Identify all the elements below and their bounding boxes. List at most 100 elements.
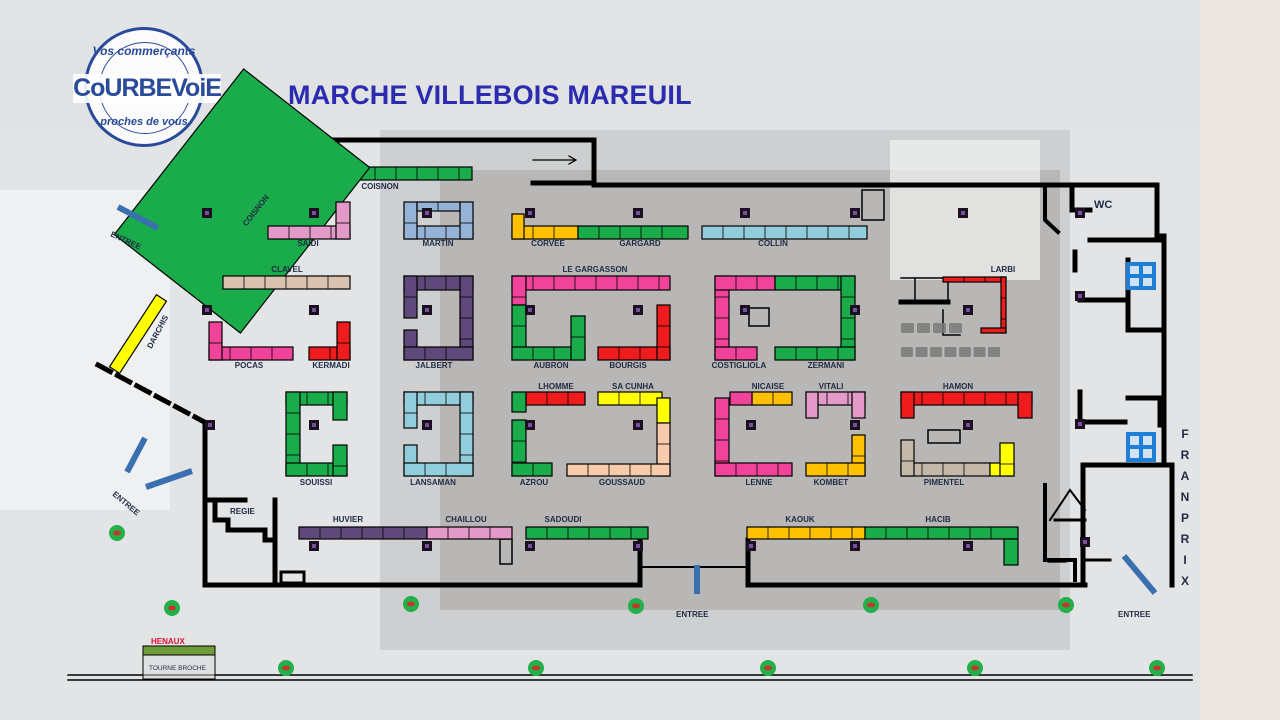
- stall-lhomme[interactable]: LHOMME: [511, 382, 586, 413]
- stall-segment[interactable]: [511, 391, 527, 413]
- stall-segment[interactable]: [900, 439, 915, 477]
- stall-kombet[interactable]: KOMBET: [805, 434, 866, 487]
- stall-kermadi[interactable]: KERMADI: [308, 321, 351, 370]
- stall-vitali[interactable]: VITALI: [805, 382, 866, 419]
- stall-bourgis[interactable]: BOURGIS: [597, 304, 671, 370]
- stall-pimentel[interactable]: PIMENTEL: [900, 439, 1015, 487]
- stall-segment[interactable]: [332, 444, 348, 477]
- stall-segment[interactable]: [597, 391, 663, 406]
- stall-pocas[interactable]: POCAS: [208, 321, 294, 370]
- stall-segment[interactable]: [525, 526, 649, 540]
- stall-gargard[interactable]: GARGARD: [577, 225, 689, 248]
- stall-nicaise[interactable]: NICAISE: [729, 382, 793, 406]
- pillar-dot: [966, 308, 970, 312]
- stall-segment[interactable]: [113, 68, 371, 334]
- stall-segment[interactable]: [805, 462, 866, 477]
- stall-segment[interactable]: [208, 321, 223, 361]
- stall-label: COSTIGLIOLA: [712, 361, 767, 370]
- stall-segment[interactable]: [511, 213, 525, 240]
- stall-segment[interactable]: [511, 275, 527, 306]
- stall-costigliola[interactable]: COSTIGLIOLA: [712, 275, 776, 370]
- stall-segment[interactable]: [511, 275, 671, 291]
- stall-segment[interactable]: [222, 275, 351, 290]
- stall-segment[interactable]: [1003, 538, 1019, 566]
- stall-label: CHAILLOU: [445, 515, 487, 524]
- stall-segment[interactable]: [336, 321, 351, 361]
- stall-azrou[interactable]: AZROU: [511, 419, 553, 487]
- stall-segment[interactable]: [335, 201, 351, 240]
- stall-segment[interactable]: [942, 276, 1007, 283]
- pillar-dot: [528, 211, 532, 215]
- stall-segment[interactable]: [566, 463, 671, 477]
- stall-saidi[interactable]: SAIDI: [267, 201, 351, 248]
- plant-center: [407, 601, 415, 607]
- stall-segment[interactable]: [525, 391, 586, 406]
- stall-segment[interactable]: [864, 526, 1019, 540]
- stall-segment[interactable]: [714, 462, 793, 477]
- arrow-icon: [116, 204, 160, 231]
- stall-label: GARGARD: [619, 239, 661, 248]
- stall-segment[interactable]: [403, 391, 418, 429]
- stall-sadoudi[interactable]: SADOUDI: [525, 515, 649, 540]
- franprix-letter: X: [1181, 574, 1189, 588]
- stall-darchis[interactable]: DARCHIS: [108, 293, 171, 375]
- pillar-dot: [749, 544, 753, 548]
- stall-segment[interactable]: [701, 225, 868, 240]
- stall-segment[interactable]: [746, 526, 866, 540]
- stall-lenne[interactable]: LENNE: [714, 397, 793, 487]
- stall-zermani[interactable]: ZERMANI: [774, 275, 856, 370]
- stall-coisnon[interactable]: COISNON: [113, 68, 371, 334]
- stall-segment[interactable]: [426, 526, 513, 540]
- stall-le-gargasson[interactable]: LE GARGASSON: [511, 265, 671, 306]
- stall-kaouk[interactable]: KAOUK: [746, 515, 866, 540]
- stall-segment[interactable]: [577, 225, 689, 240]
- stall-segment[interactable]: [332, 391, 348, 421]
- stall-chaillou[interactable]: CHAILLOU: [426, 515, 513, 540]
- stall-segment[interactable]: [403, 201, 418, 240]
- stall-segment[interactable]: [403, 462, 474, 477]
- stall-segment[interactable]: [900, 391, 915, 419]
- stall-segment[interactable]: [805, 391, 819, 419]
- stall-label: CLAVEL: [271, 265, 303, 274]
- stall-martin[interactable]: MARTIN: [403, 201, 474, 248]
- stall-segment[interactable]: [714, 275, 776, 291]
- stall-goussaud[interactable]: GOUSSAUD: [566, 422, 671, 487]
- stall-segment[interactable]: [1000, 276, 1007, 334]
- stall-jalbert[interactable]: JALBERT: [403, 275, 474, 370]
- stall-label: KERMADI: [312, 361, 349, 370]
- stall-huvier[interactable]: HUVIER: [298, 515, 428, 540]
- stall-segment[interactable]: [403, 346, 474, 361]
- stall-hacib[interactable]: HACIB: [864, 515, 1019, 566]
- stall-larbi[interactable]: LARBI: [942, 265, 1015, 334]
- stall-collin[interactable]: COLLIN: [701, 225, 868, 248]
- stall-souissi[interactable]: SOUISSI: [285, 391, 348, 487]
- stall-clavel[interactable]: CLAVEL: [222, 265, 351, 290]
- stall-segment[interactable]: [459, 201, 474, 240]
- stall-label: ZERMANI: [808, 361, 844, 370]
- stall-segment[interactable]: [656, 397, 671, 424]
- stall-segment[interactable]: [774, 346, 856, 361]
- stall-segment[interactable]: [108, 293, 168, 375]
- plant-center: [1153, 665, 1161, 671]
- stall-segment[interactable]: [416, 201, 461, 212]
- stall-segment[interactable]: [511, 462, 553, 477]
- stall-hamon[interactable]: HAMON: [900, 382, 1033, 419]
- stall-segment[interactable]: [729, 391, 753, 406]
- stall-segment[interactable]: [298, 526, 428, 540]
- stall-segment[interactable]: [656, 304, 671, 361]
- stall-segment[interactable]: [900, 391, 1033, 406]
- stall-segment[interactable]: [999, 442, 1015, 477]
- plant-center: [282, 665, 290, 671]
- stall-segment[interactable]: [751, 391, 793, 406]
- stall-segment[interactable]: [570, 315, 586, 361]
- stall-segment[interactable]: [1017, 391, 1033, 419]
- stall-aubron[interactable]: AUBRON: [511, 304, 586, 370]
- stall-label: AUBRON: [533, 361, 568, 370]
- stall-segment[interactable]: [851, 391, 866, 419]
- stall-corvee[interactable]: CORVEE: [511, 213, 579, 248]
- stall-lansaman[interactable]: LANSAMAN: [403, 391, 474, 487]
- stall-sa-cunha[interactable]: SA CUNHA: [597, 382, 671, 424]
- pillar-dot: [205, 211, 209, 215]
- stall-segment[interactable]: [980, 327, 1007, 334]
